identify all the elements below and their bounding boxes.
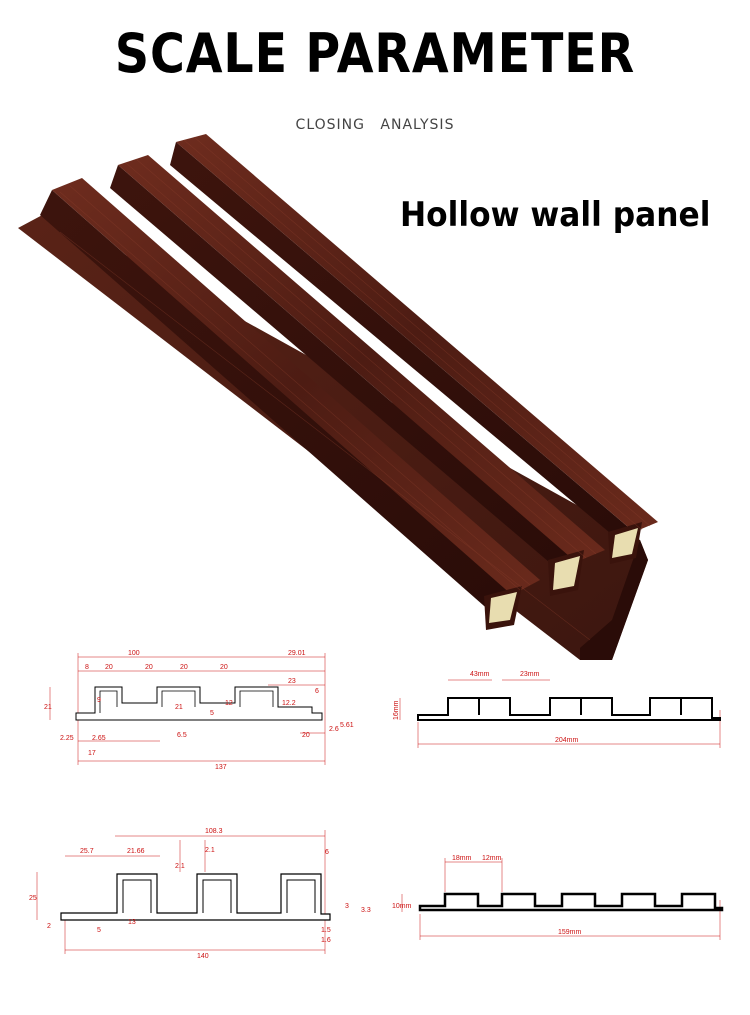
- dim-20-a: 20: [105, 664, 113, 671]
- dim-2-65: 2.65: [92, 735, 106, 742]
- dim-1-3: 13: [128, 919, 136, 926]
- profile-outline-4: [418, 892, 724, 912]
- cross-section-drawing-1: 100 29.01 8 20 20 20 20 23 6 21 9 21 12 …: [44, 650, 354, 771]
- dim-9: 9: [97, 697, 101, 704]
- dim-12: 12: [225, 700, 233, 707]
- dim-2-6: 2.6: [329, 726, 339, 733]
- dim-6: 6: [325, 849, 329, 856]
- cross-section-drawing-3: 108.3 25.7 21.66 2.1 2.1 25 6 2 5 13 3 3…: [29, 828, 371, 960]
- dim-18mm: 18mm: [452, 855, 472, 862]
- dim-21-b: 21: [175, 704, 183, 711]
- slat-1-side: [40, 190, 512, 620]
- dim-12mm: 12mm: [482, 855, 502, 862]
- dim-1-5: 1.5: [321, 927, 331, 934]
- product-name: Hollow wall panel: [400, 195, 711, 235]
- dim-5-61: 5.61: [340, 722, 354, 729]
- profile-outline-1: [75, 686, 323, 721]
- slat-3-side: [170, 142, 634, 548]
- dim-25: 25: [29, 895, 37, 902]
- page-subtitle: CLOSING ANALYSIS: [295, 117, 455, 133]
- dim-20-b: 20: [145, 664, 153, 671]
- dim-100: 100: [128, 650, 140, 657]
- dim-5: 5: [210, 710, 214, 717]
- dim-23: 23: [288, 678, 296, 685]
- dim-21-66: 21.66: [127, 848, 145, 855]
- dim-25-7: 25.7: [80, 848, 94, 855]
- dim-20-e: 20: [302, 732, 310, 739]
- slat-3-top: [176, 134, 658, 532]
- slat-2-side: [110, 165, 576, 580]
- dim-2-1-a: 2.1: [175, 863, 185, 870]
- page-title: SCALE PARAMETER: [114, 22, 636, 85]
- dim-20-c: 20: [180, 664, 188, 671]
- dim-5: 5: [97, 927, 101, 934]
- dim-3-3: 3.3: [361, 907, 371, 914]
- cross-section-drawing-4: 18mm 12mm 10mm 159mm: [392, 855, 724, 940]
- slat-1-core: [489, 592, 517, 623]
- dim-1-6: 1.6: [321, 937, 331, 944]
- dim-21: 21: [44, 704, 52, 711]
- dim-10mm: 10mm: [392, 903, 412, 910]
- dim-159mm: 159mm: [558, 929, 582, 936]
- dim-2: 2: [47, 923, 51, 930]
- dim-204mm: 204mm: [555, 737, 579, 744]
- dim-137: 137: [215, 764, 227, 771]
- panel-base-edge: [580, 540, 648, 660]
- slat-2-core: [553, 556, 580, 590]
- dim-8: 8: [85, 664, 89, 671]
- dim-6: 6: [315, 688, 319, 695]
- dim-2-1-b: 2.1: [205, 847, 215, 854]
- cross-section-drawing-2: 43mm 23mm 16mm 204mm: [393, 671, 721, 748]
- dim-43mm: 43mm: [470, 671, 490, 678]
- dim-140: 140: [197, 953, 209, 960]
- dim-6-5: 6.5: [177, 732, 187, 739]
- dim-16mm: 16mm: [393, 700, 400, 720]
- dim-2-25: 2.25: [60, 735, 74, 742]
- profile-outline-2: [417, 697, 721, 721]
- dim-12-2: 12.2: [282, 700, 296, 707]
- dim-3: 3: [345, 903, 349, 910]
- dim-108-3: 108.3: [205, 828, 223, 835]
- dim-20-d: 20: [220, 664, 228, 671]
- dim-23mm: 23mm: [520, 671, 540, 678]
- dim-17: 17: [88, 750, 96, 757]
- slat-1-top: [52, 178, 540, 595]
- dim-29-01: 29.01: [288, 650, 306, 657]
- profile-outline-3: [60, 873, 331, 921]
- slat-2-top: [118, 155, 605, 562]
- wall-panel-image: [18, 134, 658, 660]
- slat-3-core: [612, 528, 638, 558]
